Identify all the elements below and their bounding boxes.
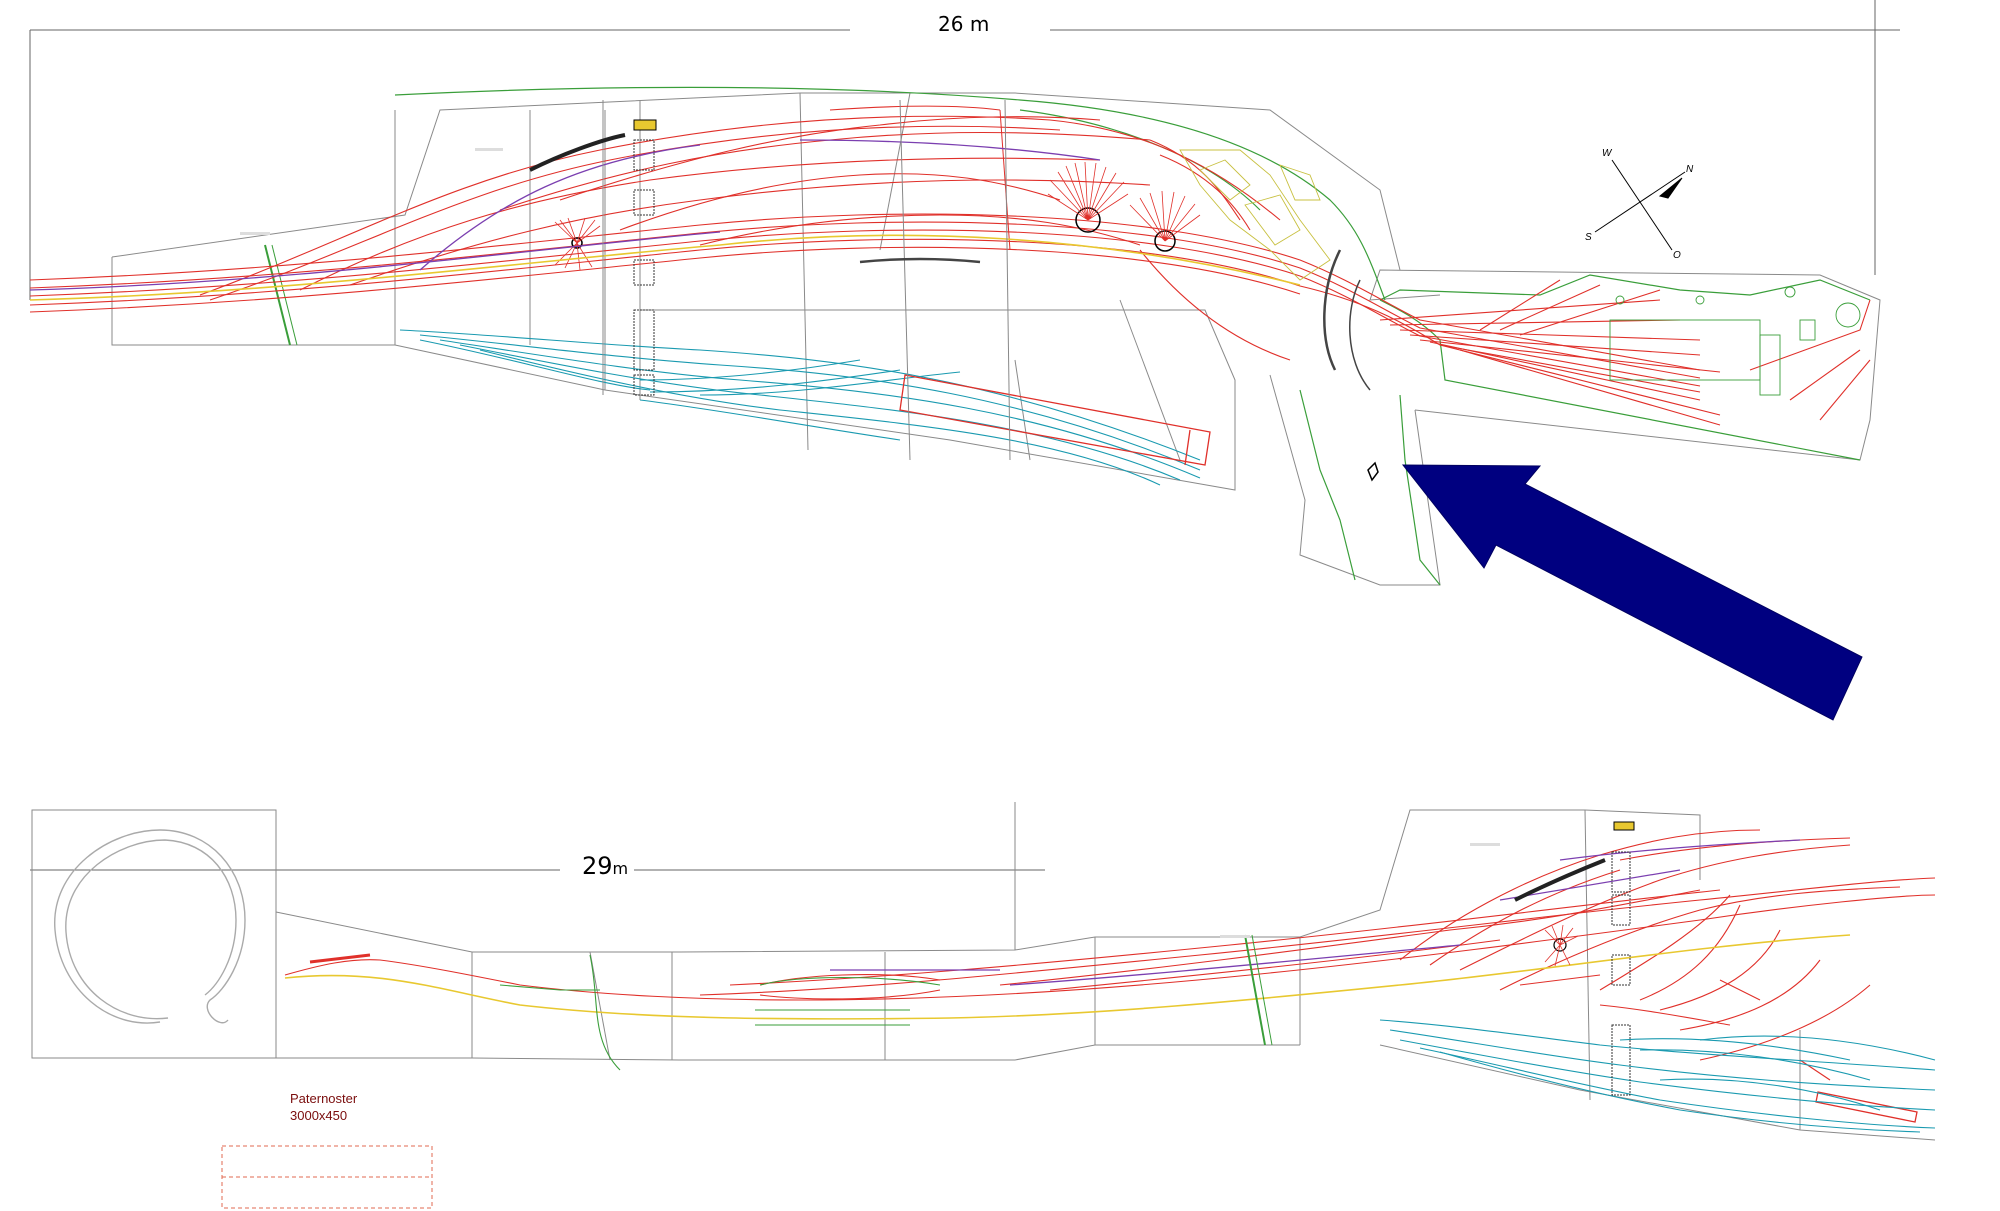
top-long-building [899,374,1211,466]
top-turntables [554,161,1201,271]
top-dimension-label: 26 m [932,12,996,36]
tiny-plan-labels [240,148,1500,938]
paternoster-loop [54,829,246,1024]
top-main-tracks [29,105,1871,426]
bottom-green-tracks [499,934,1273,1071]
direction-arrow [1401,464,1863,721]
compass-rose [1594,159,1686,251]
bottom-unit: m [612,859,629,878]
compass-north-label: N [1686,164,1694,175]
bottom-length: 29 [582,852,613,880]
paternoster-size: 3000x450 [290,1108,348,1123]
bottom-main-tracks [284,829,1936,1081]
compass-south-label: S [1585,232,1592,243]
top-station-buildings [1609,286,1861,396]
top-freight-yard [399,329,1201,486]
top-city-blocks [1179,149,1331,281]
top-boundary-lines [264,86,1871,586]
top-unit: m [969,12,990,36]
bottom-dimension-label: 29m [576,852,635,880]
bottom-tie-markers [1514,821,1635,1096]
top-tie-markers [529,119,1379,482]
paternoster-label: Paternoster 3000x450 [290,1090,357,1124]
paternoster-box [221,1145,433,1209]
paternoster-title: Paternoster [290,1091,358,1106]
top-baseboards [111,92,1881,586]
compass-east-label: O [1673,250,1681,261]
top-section-lines [602,99,1011,461]
bottom-secondary-tracks [284,839,1851,1020]
compass-west-label: W [1602,148,1612,159]
bottom-freight-yard [1379,1019,1936,1133]
top-secondary-tracks [29,139,1301,301]
top-dimension-line [29,0,1900,300]
top-length: 26 [938,12,964,36]
bottom-long-building [1815,1091,1918,1123]
